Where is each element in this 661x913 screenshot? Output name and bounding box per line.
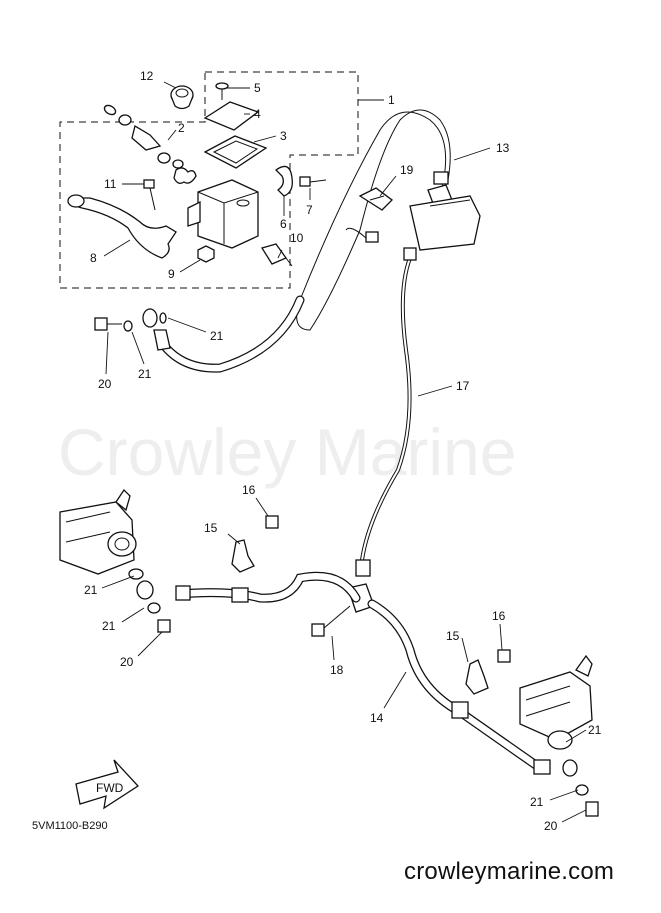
callout-15-left: 15 bbox=[204, 521, 218, 535]
holder-bolt bbox=[299, 176, 327, 187]
drawing-code: 5VM1100-B290 bbox=[32, 820, 108, 832]
callout-8: 8 bbox=[90, 251, 97, 265]
wire-clamp bbox=[358, 187, 393, 211]
upper-banjo-assembly bbox=[94, 295, 305, 373]
callout-17: 17 bbox=[456, 379, 470, 393]
right-hose-bracket bbox=[465, 649, 511, 695]
callout-2: 2 bbox=[178, 121, 185, 135]
piston-kit bbox=[103, 104, 197, 184]
brake-switch bbox=[260, 243, 293, 267]
callout-7: 7 bbox=[306, 203, 313, 217]
callout-12: 12 bbox=[140, 69, 154, 83]
reservoir-cap bbox=[170, 85, 194, 110]
master-cylinder-holder bbox=[274, 165, 293, 197]
site-url: crowleymarine.com bbox=[404, 858, 615, 885]
callout-19: 19 bbox=[400, 163, 414, 177]
callout-13: 13 bbox=[496, 141, 510, 155]
callout-5: 5 bbox=[254, 81, 261, 95]
right-brake-caliper bbox=[519, 654, 599, 817]
callout-18: 18 bbox=[330, 663, 344, 677]
master-cylinder-body bbox=[187, 179, 259, 249]
brake-pipe bbox=[355, 247, 417, 577]
callout-11: 11 bbox=[104, 177, 117, 191]
left-brake-caliper bbox=[59, 488, 171, 633]
lever-pivot-bolt bbox=[143, 179, 156, 211]
callout-9: 9 bbox=[168, 267, 175, 281]
callout-20-left: 20 bbox=[120, 655, 134, 669]
handlebar-end bbox=[409, 195, 481, 251]
callout-10: 10 bbox=[290, 231, 304, 245]
left-hose-bracket bbox=[231, 515, 279, 573]
callout-21-upper-left: 21 bbox=[138, 367, 152, 381]
brake-hose bbox=[175, 571, 551, 775]
hose-joint bbox=[311, 583, 375, 637]
callout-leaders bbox=[101, 81, 587, 823]
callout-21-upper-right: 21 bbox=[210, 329, 224, 343]
callout-15-right: 15 bbox=[446, 629, 460, 643]
switch-lead bbox=[345, 227, 379, 243]
callout-21-right-top: 21 bbox=[588, 723, 602, 737]
reservoir-cover bbox=[203, 101, 260, 131]
callout-20-right: 20 bbox=[544, 819, 558, 833]
forward-arrow-icon: FWD bbox=[75, 759, 140, 810]
callout-14: 14 bbox=[370, 711, 384, 725]
callout-21-left-bottom: 21 bbox=[102, 619, 116, 633]
callout-20-upper: 20 bbox=[98, 377, 112, 391]
callout-16-right: 16 bbox=[492, 609, 506, 623]
callout-1: 1 bbox=[388, 93, 395, 107]
forward-arrow-label: FWD bbox=[96, 781, 124, 795]
callout-numbers: 1 2 3 4 5 6 7 8 9 10 11 12 13 14 15 15 1… bbox=[84, 69, 602, 833]
throttle-cable bbox=[296, 109, 453, 331]
master-cylinder-assembly bbox=[67, 82, 327, 267]
cover-screw bbox=[215, 82, 229, 100]
callout-6: 6 bbox=[280, 217, 287, 231]
diaphragm bbox=[203, 135, 268, 169]
callout-21-left-top: 21 bbox=[84, 583, 98, 597]
callout-3: 3 bbox=[280, 129, 287, 143]
callout-21-right-bottom: 21 bbox=[530, 795, 544, 809]
callout-16-left: 16 bbox=[242, 483, 256, 497]
brake-lever bbox=[74, 197, 177, 259]
watermark-text: Crowley Marine bbox=[58, 415, 516, 489]
lever-nut bbox=[197, 245, 215, 263]
callout-4: 4 bbox=[254, 107, 261, 121]
